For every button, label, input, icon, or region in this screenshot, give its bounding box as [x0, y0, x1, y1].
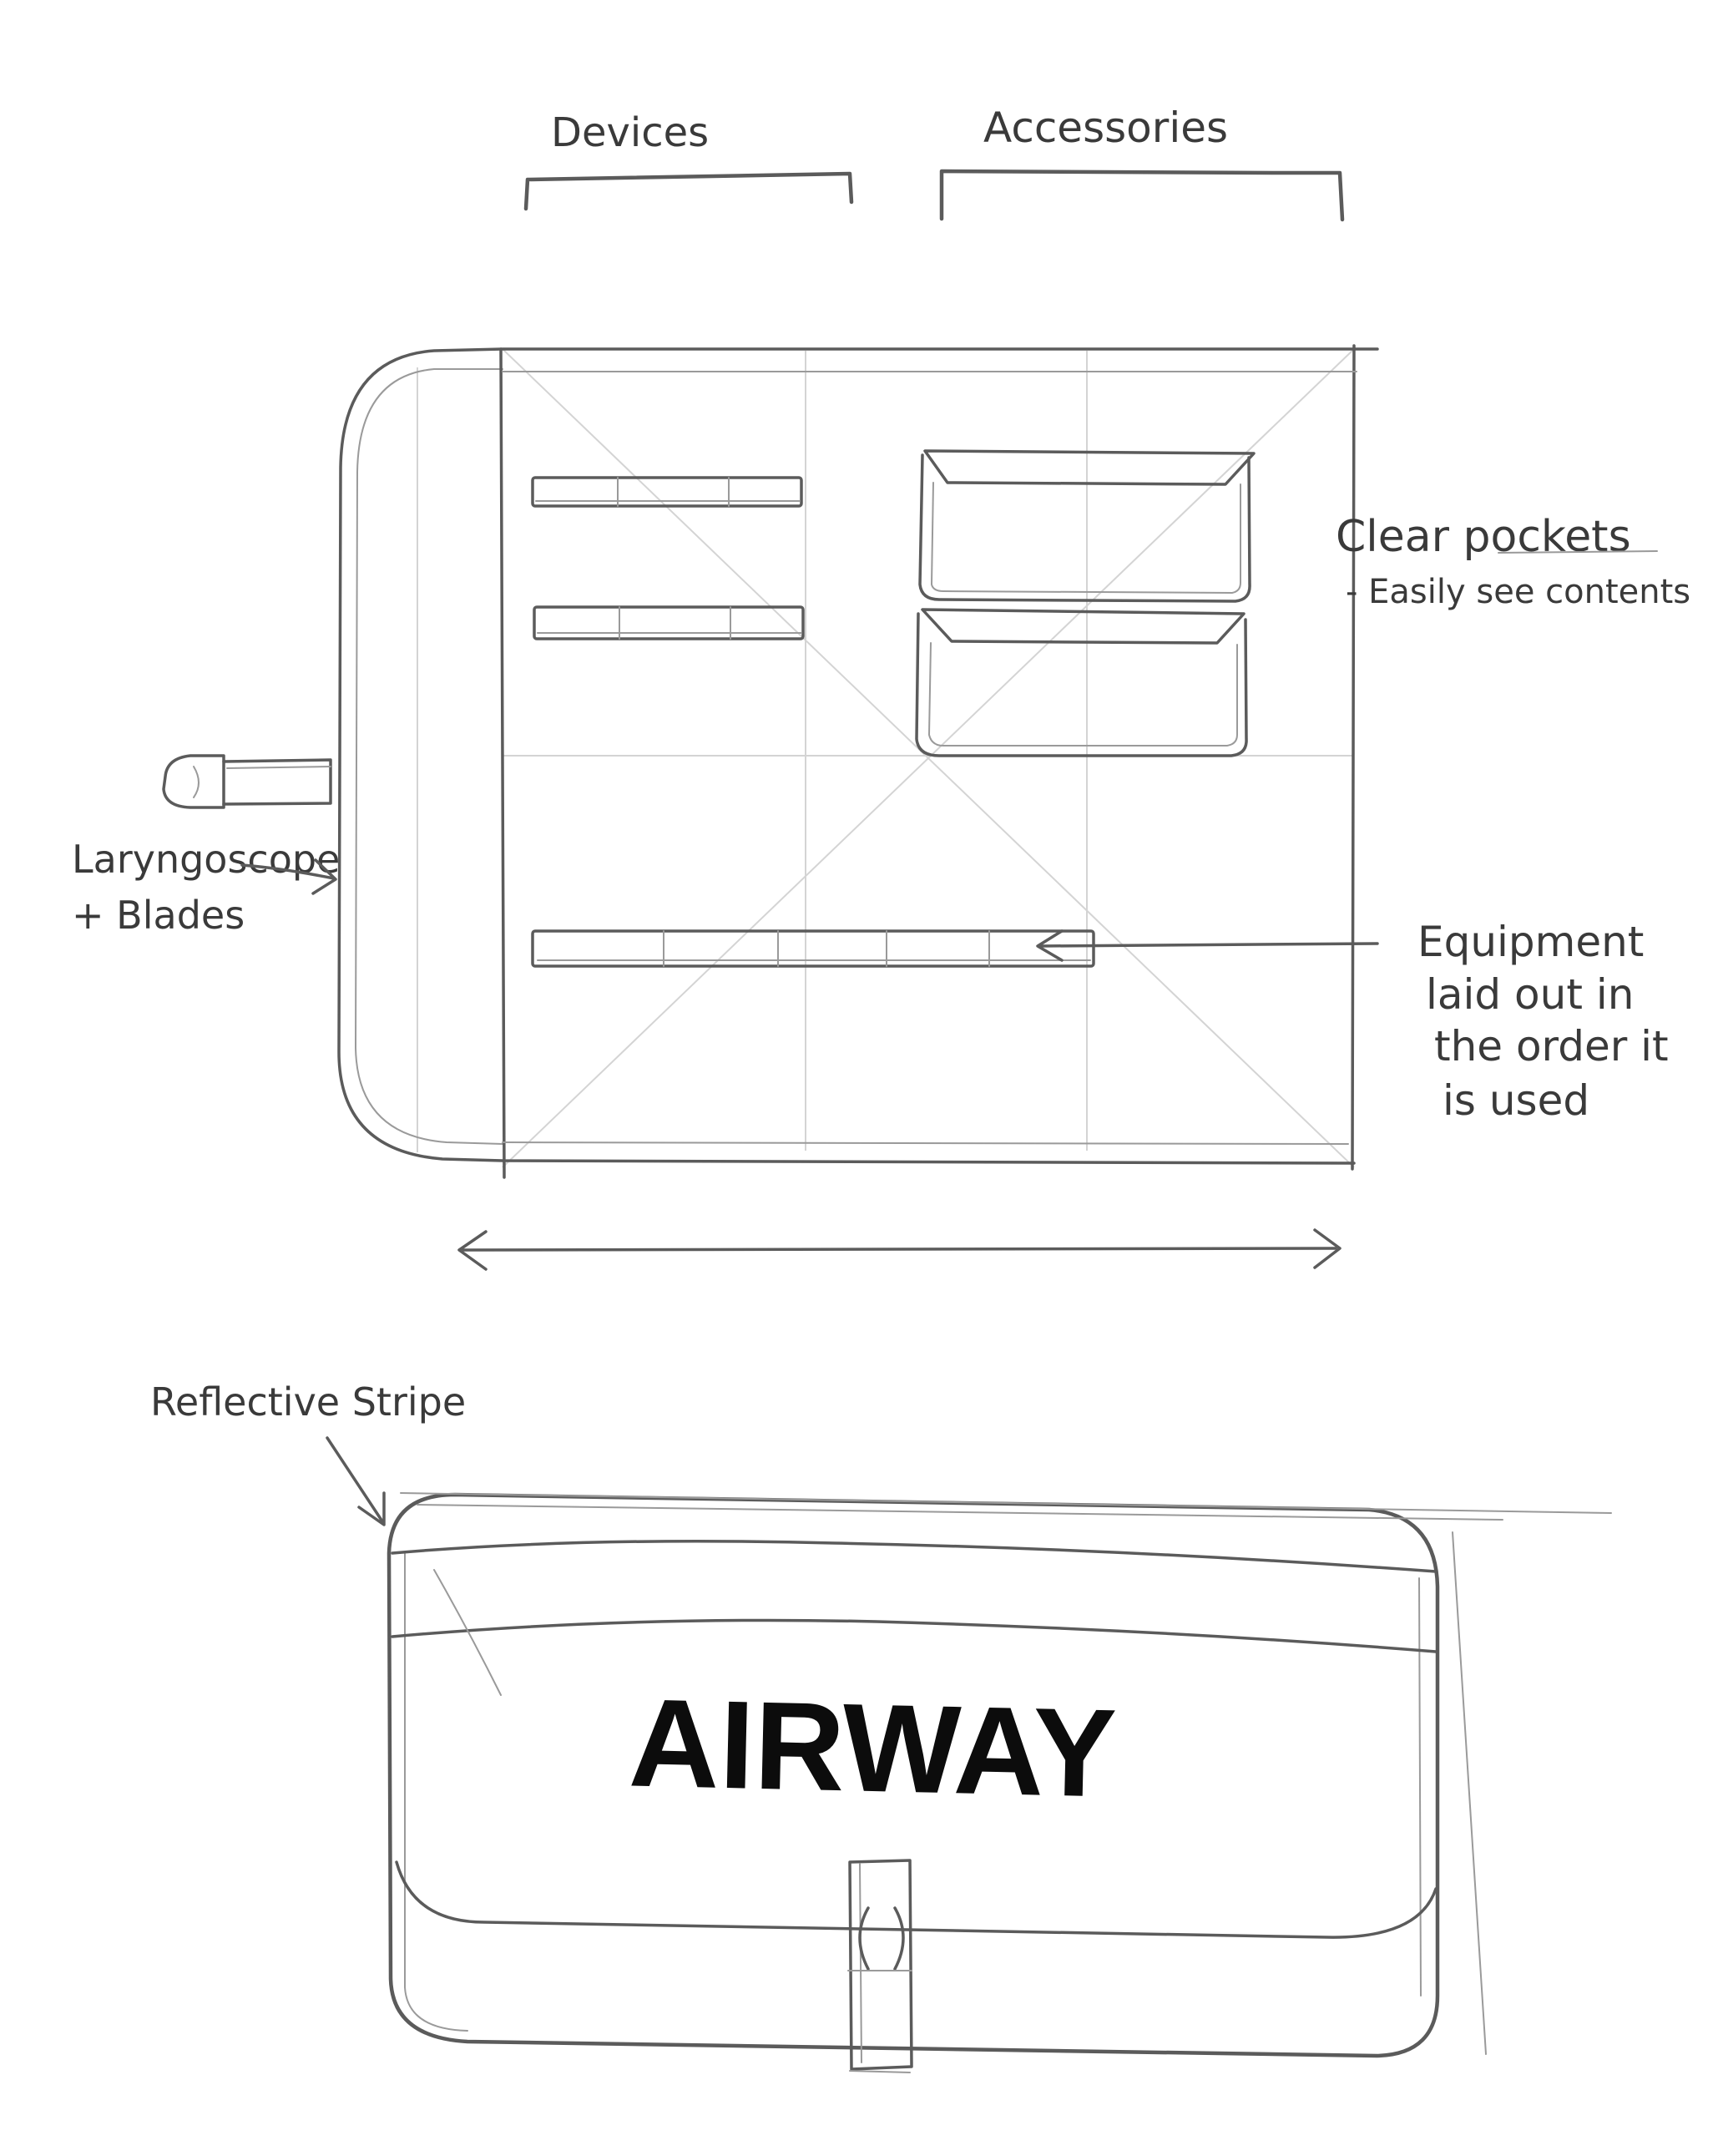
- closed-bag-view: Reflective Stripe AIRWAY: [150, 1379, 1611, 2072]
- equipment-arrow: [1038, 931, 1377, 960]
- clear-pocket-bottom: [917, 610, 1246, 756]
- reflective-stripe-label: Reflective Stripe: [150, 1379, 466, 1425]
- reflective-stripe: [392, 1541, 1436, 1695]
- device-strap-2: [534, 607, 803, 639]
- bag-flap-edge: [397, 1862, 1436, 1937]
- clear-pockets-note: - Easily see contents: [1346, 573, 1690, 611]
- device-strap-long: [533, 931, 1094, 966]
- equipment-label-2: laid out in: [1426, 970, 1634, 1019]
- front-buckle-icon: [848, 1860, 912, 2072]
- laryngoscope-label-2: + Blades: [72, 893, 245, 938]
- devices-bracket: [526, 174, 851, 209]
- width-arrow: [459, 1230, 1340, 1269]
- equipment-label-4: is used: [1443, 1076, 1589, 1125]
- open-bag-view: Devices Accessories: [72, 104, 1690, 1269]
- clear-pockets-label: Clear pockets: [1336, 512, 1631, 562]
- accessories-bracket: [942, 171, 1342, 220]
- construction-guides: [417, 349, 1354, 1167]
- laryngoscope-label: Laryngoscope: [72, 837, 340, 882]
- devices-label: Devices: [551, 109, 709, 156]
- buckle-icon: [164, 756, 331, 807]
- device-strap-1: [533, 478, 801, 506]
- reflective-stripe-arrow: [327, 1438, 384, 1525]
- bag-brand-label: AIRWAY: [628, 1672, 1118, 1823]
- equipment-label-3: the order it: [1434, 1022, 1669, 1070]
- accessories-label: Accessories: [983, 104, 1228, 152]
- equipment-label-1: Equipment: [1417, 918, 1644, 966]
